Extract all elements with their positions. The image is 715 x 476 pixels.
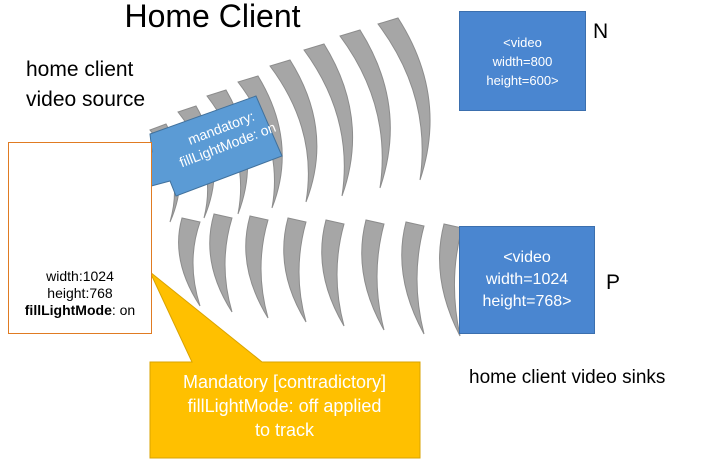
page-title: Home Client (124, 0, 301, 34)
wave-arc (209, 213, 233, 313)
callout-text: Mandatory [contradictory] fillLightMode:… (152, 370, 417, 442)
source-label-line: video source (26, 88, 146, 111)
wave-arc (269, 59, 318, 203)
sinks-label: home client video sinks (469, 367, 666, 388)
sink-box-n: <video width=800 height=600> (459, 11, 586, 111)
callout-line: Mandatory [contradictory] (182, 372, 387, 392)
sink-box-p: <video width=1024 height=768> (459, 226, 595, 334)
camera-settings: width:1024 height:768 fillLightMode: on (8, 268, 152, 319)
sink-line: width=800 (492, 53, 553, 69)
camera-source-box (8, 142, 152, 334)
sink-line: height=768> (482, 293, 572, 310)
sink-line: height=600> (486, 72, 559, 88)
camera-height: height:768 (47, 285, 113, 301)
wave-arc (339, 29, 391, 189)
wave-arc (439, 223, 463, 337)
camera-fill-mode: fillLightMode: on (8, 302, 152, 319)
wave-group-lower (178, 213, 463, 337)
wave-arc (303, 43, 354, 197)
source-label: home client video source (26, 55, 145, 115)
wave-arc (401, 221, 425, 335)
callout-line: to track (254, 420, 315, 440)
fill-mode-key: fillLightMode (24, 302, 112, 318)
callout-line: fillLightMode: off applied (187, 396, 382, 416)
wave-arc (178, 217, 201, 307)
wave-arc (321, 219, 345, 327)
sink-line: width=1024 (485, 271, 569, 288)
wave-arc (377, 17, 431, 181)
sink-line: <video (503, 249, 551, 266)
fill-mode-value: : on (111, 302, 136, 318)
wave-arc (283, 217, 307, 323)
sink-line: <video (503, 34, 542, 50)
node-letter-p: P (606, 271, 621, 294)
wave-arc (361, 219, 385, 331)
source-label-line: home client (26, 58, 134, 81)
node-letter-n: N (593, 20, 609, 43)
callout-shape (149, 271, 421, 459)
wave-arc (245, 215, 269, 319)
camera-width: width:1024 (46, 268, 114, 284)
